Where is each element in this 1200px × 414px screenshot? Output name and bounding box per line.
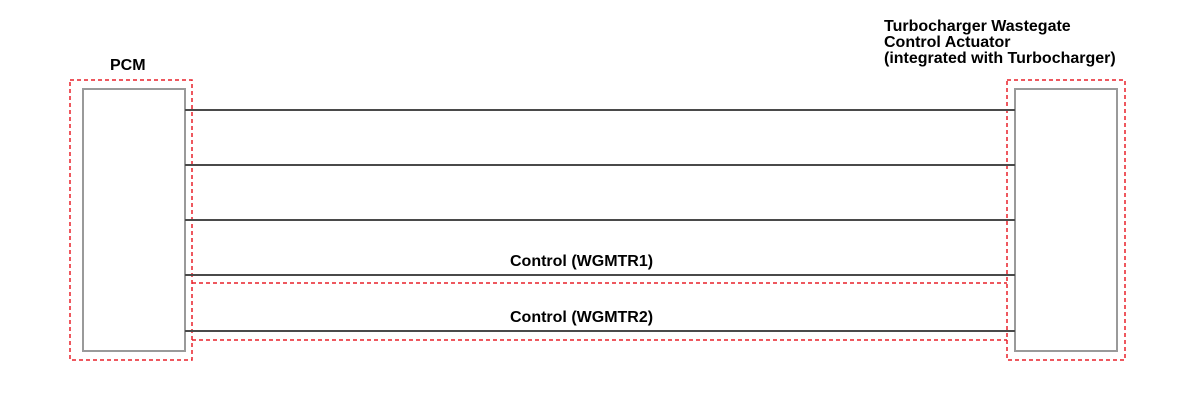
wgmtr-wires-highlight-outline: [192, 282, 1007, 341]
actuator-box: [1014, 88, 1118, 352]
wire-label-wgmtr2: Control (WGMTR2): [510, 309, 654, 326]
actuator-highlight-outline: [1006, 79, 1126, 361]
actuator-label-line-3: (integrated with Turbocharger): [884, 50, 1116, 67]
wire-label-wgmtr1: Control (WGMTR1): [510, 253, 654, 270]
pcm-label: PCM: [110, 57, 146, 74]
pcm-box: [82, 88, 186, 352]
actuator-label: Turbocharger Wastegate Control Actuator …: [884, 19, 1116, 67]
actuator-label-line-2: Control Actuator: [884, 34, 1011, 51]
actuator-label-line-1: Turbocharger Wastegate: [884, 18, 1071, 35]
